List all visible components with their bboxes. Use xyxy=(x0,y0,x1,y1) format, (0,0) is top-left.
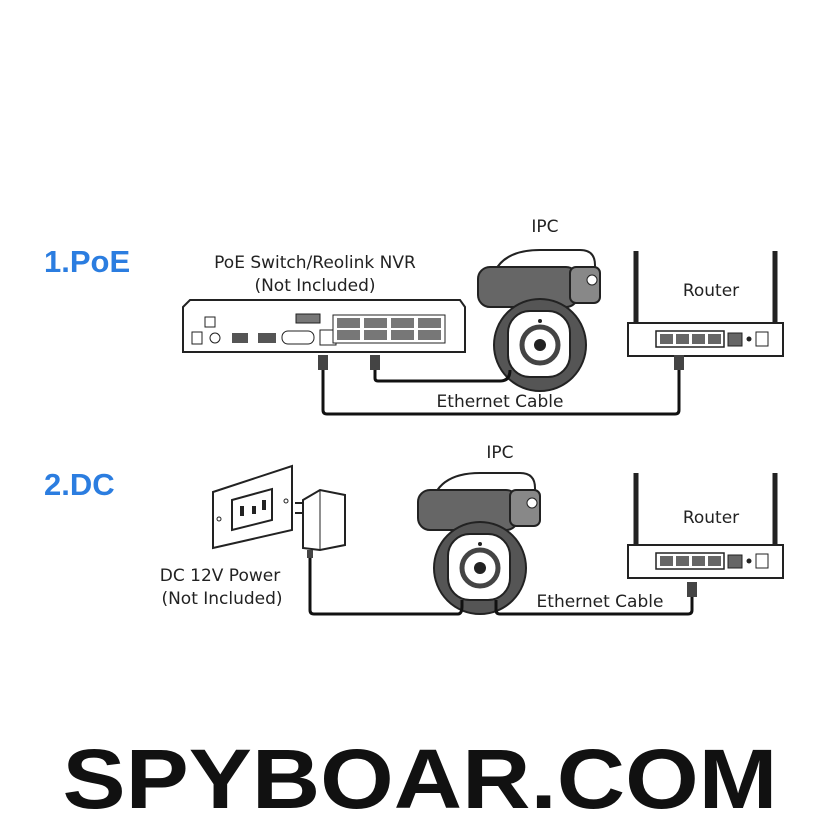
power-and-ethernet-cable-dc xyxy=(308,558,697,616)
section-title-poe: 1.PoE xyxy=(44,244,130,279)
cable-label-poe: Ethernet Cable xyxy=(437,392,564,412)
ip-camera-dc xyxy=(418,473,540,614)
power-note: (Not Included) xyxy=(161,589,282,609)
ip-camera-poe xyxy=(478,250,600,391)
nvr-switch-device xyxy=(182,299,466,353)
switch-label: PoE Switch/Reolink NVR xyxy=(214,253,416,273)
section-title-dc: 2.DC xyxy=(44,467,115,502)
power-adapter xyxy=(295,488,346,558)
cable-label-dc: Ethernet Cable xyxy=(537,592,664,612)
wall-outlet xyxy=(212,464,293,550)
router-label-dc: Router xyxy=(683,508,739,528)
power-label: DC 12V Power xyxy=(160,566,280,586)
watermark: SPYBOAR.COM xyxy=(63,732,778,826)
switch-note: (Not Included) xyxy=(254,276,375,296)
router-label-poe: Router xyxy=(683,281,739,301)
camera-label-dc: IPC xyxy=(486,443,513,463)
router-poe xyxy=(628,251,783,356)
camera-label-poe: IPC xyxy=(531,217,558,237)
ethernet-cable-poe xyxy=(318,355,684,416)
